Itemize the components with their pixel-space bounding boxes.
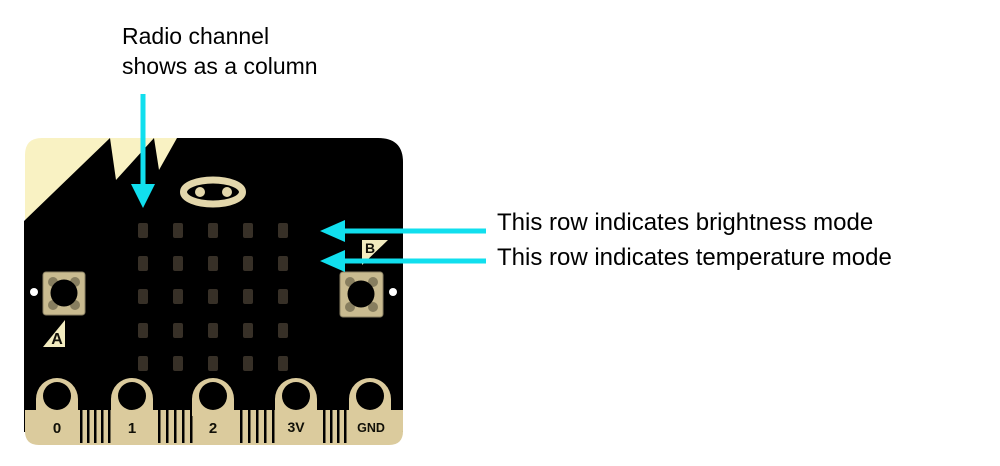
led bbox=[243, 356, 253, 371]
pin-3v[interactable]: 3V bbox=[275, 378, 317, 435]
led bbox=[173, 323, 183, 338]
brightness-row-arrow-icon bbox=[320, 220, 486, 242]
led bbox=[243, 256, 253, 271]
pin-gnd-label: GND bbox=[357, 421, 385, 435]
pin-2[interactable]: 2 bbox=[192, 378, 234, 437]
led bbox=[243, 323, 253, 338]
pin-0[interactable]: 0 bbox=[36, 378, 78, 437]
led bbox=[243, 289, 253, 304]
temperature-row-annotation: This row indicates temperature mode bbox=[497, 244, 892, 271]
led bbox=[243, 223, 253, 238]
button-b-label: B bbox=[365, 240, 375, 256]
led bbox=[173, 289, 183, 304]
brightness-row-annotation: This row indicates brightness mode bbox=[497, 209, 874, 236]
led bbox=[278, 256, 288, 271]
pin-3v-label: 3V bbox=[287, 419, 305, 435]
led bbox=[278, 323, 288, 338]
edge-connector-small-pins bbox=[80, 410, 347, 443]
pin-2-label: 2 bbox=[209, 420, 217, 437]
button-a-flag: A bbox=[43, 320, 65, 348]
led bbox=[138, 323, 148, 338]
pin-0-label: 0 bbox=[53, 420, 61, 437]
led bbox=[208, 356, 218, 371]
edge-connector-strip bbox=[25, 410, 403, 445]
led bbox=[138, 223, 148, 238]
led bbox=[173, 223, 183, 238]
led bbox=[138, 356, 148, 371]
pin-1-label: 1 bbox=[128, 420, 136, 437]
led bbox=[278, 289, 288, 304]
left-edge-dot bbox=[30, 288, 38, 296]
led bbox=[278, 223, 288, 238]
led bbox=[208, 223, 218, 238]
button-a-label: A bbox=[51, 331, 63, 348]
led bbox=[208, 289, 218, 304]
radio-channel-annotation: Radio channel shows as a column bbox=[122, 21, 318, 81]
led bbox=[173, 356, 183, 371]
led bbox=[138, 256, 148, 271]
led bbox=[208, 256, 218, 271]
radio-channel-annotation-line2: shows as a column bbox=[122, 53, 318, 79]
right-edge-dot bbox=[389, 288, 397, 296]
led bbox=[173, 256, 183, 271]
button-a[interactable] bbox=[42, 271, 86, 316]
led bbox=[208, 323, 218, 338]
pin-gnd[interactable]: GND bbox=[349, 378, 391, 435]
board-body bbox=[24, 138, 403, 432]
temperature-row-arrow-icon bbox=[320, 250, 486, 272]
radio-channel-annotation-line1: Radio channel bbox=[122, 23, 270, 49]
led bbox=[278, 356, 288, 371]
led bbox=[138, 289, 148, 304]
led-matrix bbox=[138, 223, 288, 371]
pin-1[interactable]: 1 bbox=[111, 378, 153, 437]
radio-column-arrow-icon bbox=[131, 94, 155, 208]
button-b[interactable] bbox=[339, 271, 384, 318]
touch-logo-icon bbox=[180, 176, 246, 208]
